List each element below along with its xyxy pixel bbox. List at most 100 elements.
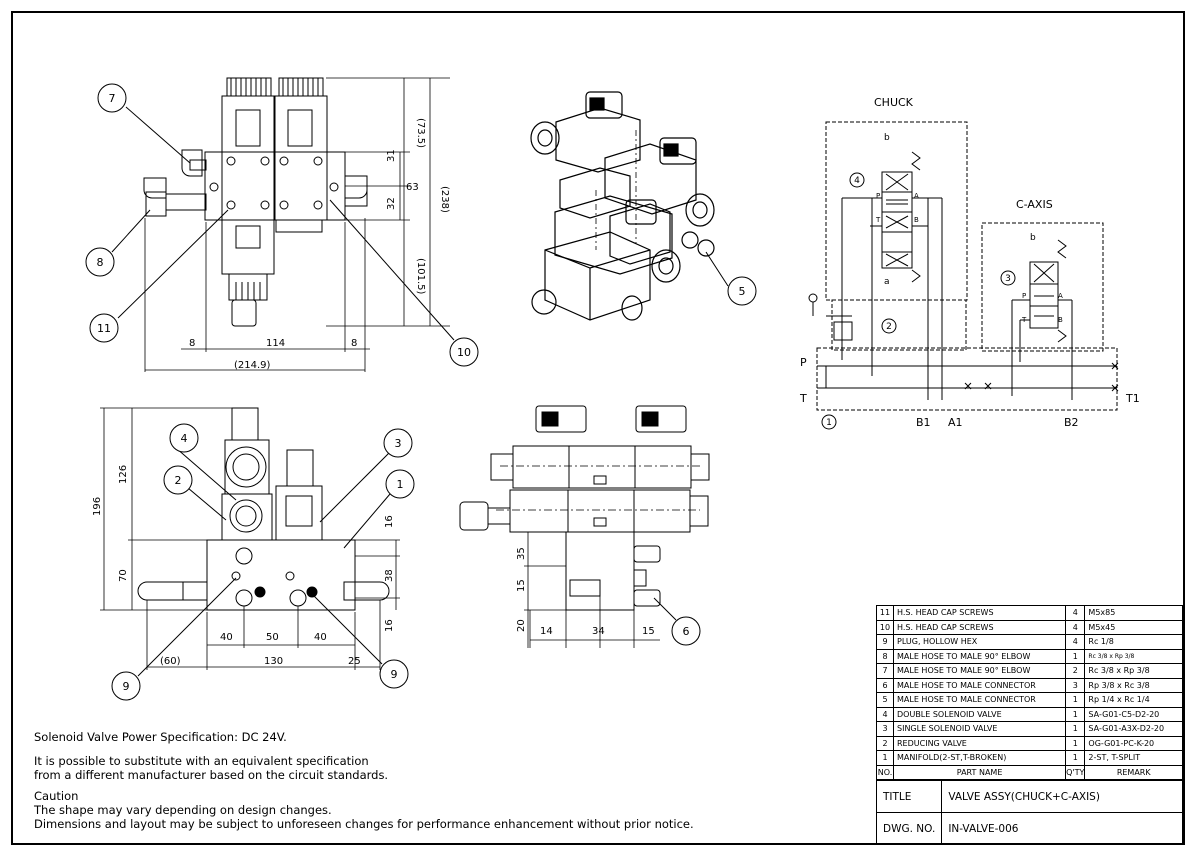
callout-9-left: 9	[123, 680, 130, 693]
port-b1: B1	[916, 416, 931, 429]
part-qty: 1	[1065, 750, 1086, 766]
port-t: T	[799, 392, 807, 405]
part-name: MANIFOLD(2-ST,T-BROKEN)	[892, 750, 1067, 766]
callout-3: 3	[395, 437, 402, 450]
part-no: 5	[876, 692, 894, 708]
caxis-sol-b: b	[1030, 233, 1036, 243]
callout-9-right: 9	[391, 668, 398, 681]
dim-73-5: (73.5)	[415, 118, 426, 148]
schematic-callouts: 4 2 3 1	[821, 172, 1016, 430]
dim-114: 114	[266, 338, 285, 349]
dwg-no-label: DWG. NO.	[875, 812, 943, 845]
side-view	[459, 405, 710, 648]
part-remark: Rc 3/8 x Rp 3/8	[1084, 663, 1183, 679]
top-view	[111, 77, 455, 372]
part-name: H.S. HEAD CAP SCREWS	[892, 605, 1067, 621]
iso-view	[530, 91, 729, 321]
part-name: REDUCING VALVE	[892, 735, 1067, 751]
part-qty: 4	[1065, 619, 1086, 635]
chuck-port-b: B	[914, 216, 919, 224]
col-header-remark: REMARK	[1084, 764, 1183, 780]
col-header-name: PART NAME	[892, 764, 1067, 780]
chuck-label: CHUCK	[874, 96, 914, 109]
part-qty: 1	[1065, 735, 1086, 751]
dim-8-left: 8	[189, 338, 195, 349]
callout-8: 8	[97, 256, 104, 269]
sch-callout-4: 4	[854, 176, 860, 186]
caxis-label: C-AXIS	[1016, 198, 1053, 211]
part-name: MALE HOSE TO MALE CONNECTOR	[892, 677, 1067, 693]
part-qty: 1	[1065, 706, 1086, 722]
title-label: TITLE	[875, 780, 943, 813]
caxis-port-p: P	[1022, 292, 1026, 300]
substitute-note-2: from a different manufacturer based on t…	[34, 768, 389, 782]
top-view-callouts: 7 8 11 10	[85, 83, 479, 367]
part-remark: SA-G01-C5-D2-20	[1084, 706, 1183, 722]
dim-25: 25	[348, 656, 361, 667]
part-name: MALE HOSE TO MALE 90° ELBOW	[892, 663, 1067, 679]
caution-note-1: The shape may vary depending on design c…	[34, 803, 332, 817]
dim-32: 32	[386, 197, 397, 210]
part-remark: M5x45	[1084, 619, 1183, 635]
drawing-number: IN-VALVE-006	[941, 812, 1183, 845]
dim-14: 14	[540, 626, 553, 637]
callout-10: 10	[457, 346, 471, 359]
port-t1: T1	[1125, 392, 1140, 405]
hydraulic-schematic	[808, 121, 1119, 411]
chuck-port-a: A	[914, 192, 919, 200]
callout-5: 5	[739, 285, 746, 298]
dim-40-left: 40	[220, 632, 233, 643]
front-view	[100, 407, 400, 677]
callout-7: 7	[109, 92, 116, 105]
part-qty: 2	[1065, 663, 1086, 679]
col-header-qty: Q'TY	[1065, 764, 1086, 780]
callout-11: 11	[97, 322, 111, 335]
dim-196: 196	[92, 497, 103, 516]
side-view-callouts: 6	[671, 616, 701, 646]
sch-callout-1: 1	[826, 418, 832, 428]
part-remark: SA-G01-A3X-D2-20	[1084, 721, 1183, 737]
part-remark: Rc 3/8 x Rp 3/8	[1084, 648, 1183, 664]
dim-130: 130	[264, 656, 283, 667]
part-name: DOUBLE SOLENOID VALVE	[892, 706, 1067, 722]
chuck-sol-b: b	[884, 133, 890, 143]
drawing-title: VALVE ASSY(CHUCK+C-AXIS)	[941, 780, 1183, 813]
dim-31: 31	[386, 149, 397, 162]
sheet-border	[11, 11, 1185, 845]
callout-2: 2	[175, 474, 182, 487]
part-remark: 2-ST, T-SPLIT	[1084, 750, 1183, 766]
dim-126: 126	[118, 465, 129, 484]
part-qty: 3	[1065, 677, 1086, 693]
caxis-port-a: A	[1058, 292, 1063, 300]
part-qty: 4	[1065, 605, 1086, 621]
part-qty: 1	[1065, 721, 1086, 737]
dim-38: 38	[384, 569, 395, 582]
front-view-dims: 126 196 70 16 38 16 40 50 40 (60) 130 25	[92, 465, 395, 667]
part-name: MALE HOSE TO MALE CONNECTOR	[892, 692, 1067, 708]
part-remark: Rc 1/8	[1084, 634, 1183, 650]
dim-8-right: 8	[351, 338, 357, 349]
part-remark: Rp 1/4 x Rc 1/4	[1084, 692, 1183, 708]
dim-34: 34	[592, 626, 605, 637]
dim-50: 50	[266, 632, 279, 643]
part-name: MALE HOSE TO MALE 90° ELBOW	[892, 648, 1067, 664]
part-no: 2	[876, 735, 894, 751]
part-qty: 1	[1065, 692, 1086, 708]
sch-callout-3: 3	[1005, 274, 1011, 284]
iso-view-callouts: 5	[727, 276, 757, 306]
substitute-note-1: It is possible to substitute with an equ…	[34, 754, 369, 768]
callout-4: 4	[181, 432, 188, 445]
part-no: 8	[876, 648, 894, 664]
schematic-labels: CHUCK C-AXIS P T T1 B1 A1 B2 P A T B P A…	[799, 96, 1140, 429]
sch-callout-2: 2	[886, 322, 892, 332]
dim-60: (60)	[160, 656, 181, 667]
